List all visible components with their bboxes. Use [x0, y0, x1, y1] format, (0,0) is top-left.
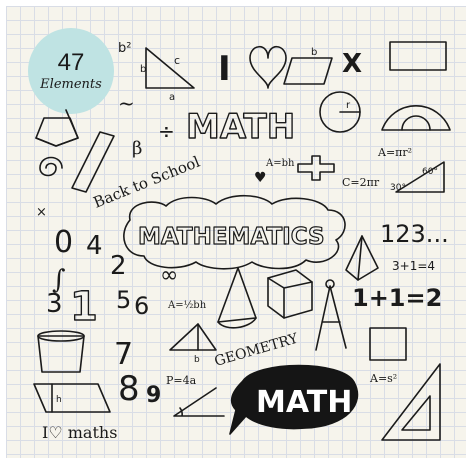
- cube-icon: [267, 269, 313, 319]
- angle-icon: [173, 387, 225, 417]
- digit-zero: 0: [54, 225, 73, 260]
- mathematics-cloud: [123, 194, 346, 270]
- badge-count: 47: [57, 48, 85, 76]
- beta-symbol: β: [132, 138, 142, 159]
- math-doodle-illustration: b² c a b I b X ~ MATH r β ÷ A=πr² A=bh C…: [33, 41, 451, 442]
- i-letter: I: [218, 49, 231, 89]
- angle-60: 60°: [422, 167, 438, 177]
- digit-four: 4: [86, 231, 103, 261]
- x-mark: X: [342, 49, 362, 79]
- triangle-b-label: b: [194, 355, 200, 365]
- triangle-height-icon: [169, 323, 217, 351]
- math-bubble-text: MATH: [256, 385, 352, 420]
- spiral-doodle: [39, 156, 63, 177]
- one-plus-one-equation: 1+1=2: [352, 284, 442, 312]
- triangle-area-formula: A=½bh: [167, 300, 207, 311]
- digit-seven: 7: [114, 337, 133, 372]
- ruler-icon: [71, 131, 115, 193]
- digit-six: 6: [134, 292, 149, 320]
- digit-nine: 9: [146, 383, 161, 408]
- digit-five: 5: [116, 286, 131, 314]
- digit-two: 2: [110, 251, 127, 281]
- square-icon: [369, 327, 407, 361]
- heart-icon: [249, 45, 287, 89]
- divide-symbol: ÷: [158, 119, 175, 143]
- a-label: a: [169, 92, 175, 103]
- digit-three: 3: [46, 289, 63, 319]
- digit-eight: 8: [118, 369, 140, 409]
- perimeter-formula: P=4a: [166, 374, 197, 387]
- three-plus-one: 3+1=4: [392, 259, 435, 273]
- infinity-symbol: ∞: [160, 263, 178, 288]
- cylinder-cup-icon: [37, 335, 85, 373]
- cone-icon: [217, 267, 257, 323]
- elements-count-badge: 47 Elements: [28, 28, 114, 114]
- parallelogram-b-label: b: [311, 47, 317, 58]
- small-x-mark: ×: [36, 205, 47, 220]
- trapezoid-h-label: h: [56, 395, 62, 405]
- parallelogram-icon: [283, 57, 333, 85]
- math-speech-bubble: [229, 364, 359, 435]
- math-title: MATH: [186, 107, 295, 147]
- protractor-icon: [381, 105, 451, 131]
- numbers-123: 123...: [380, 220, 449, 248]
- circle-area-formula: A=πr²: [377, 146, 412, 159]
- plus-icon: [297, 155, 335, 181]
- radius-label: r: [346, 100, 351, 111]
- geometry-text: GEOMETRY: [213, 331, 301, 370]
- compass-icon: [315, 285, 347, 351]
- badge-label: Elements: [40, 76, 102, 92]
- graph-paper-sheet: 47 Elements b² c a b I b X ~ MATH r β ÷ …: [6, 6, 466, 458]
- set-square-icon: [381, 363, 441, 441]
- b-squared-label: b²: [118, 41, 131, 56]
- circumference-formula: C=2πr: [342, 176, 380, 189]
- trapezoid-icon: [33, 383, 111, 413]
- right-triangle-icon: [145, 47, 195, 89]
- mathematics-title: MATHEMATICS: [138, 224, 325, 250]
- b-label: b: [140, 64, 146, 75]
- i-love-maths-text: I♡ maths: [42, 423, 117, 442]
- area-bh-formula: A=bh: [265, 158, 295, 169]
- digit-one: 1: [70, 284, 98, 330]
- tilde-doodle: ~: [118, 91, 135, 115]
- angle-triangle-icon: [395, 161, 445, 193]
- pyramid-icon: [345, 235, 379, 281]
- integral-symbol: ∫: [52, 265, 66, 295]
- small-heart-icon: ♥: [254, 170, 267, 186]
- angle-30: 30°: [390, 183, 406, 193]
- square-area-formula: A=s²: [369, 372, 397, 385]
- rectangle-icon: [389, 41, 447, 71]
- c-label: c: [174, 54, 180, 67]
